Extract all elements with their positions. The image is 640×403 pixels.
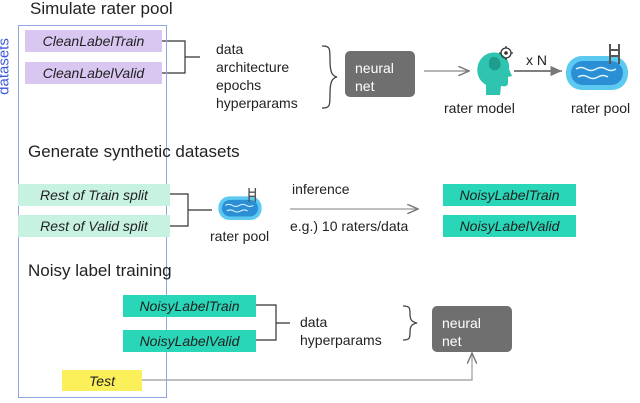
rater-pool-caption-2: rater pool [210, 228, 270, 244]
inference-label: inference [292, 181, 350, 197]
heading-noisy-label-training: Noisy label training [28, 261, 172, 280]
clean-label-valid-box: CleanLabelValid [25, 62, 162, 84]
config-brace-1 [321, 45, 338, 109]
multiplier-label: x N [526, 52, 547, 68]
datasets-group-outline [18, 25, 167, 398]
neural-net-box-1: neural net [345, 51, 415, 97]
heading-simulate-rater-pool: Simulate rater pool [30, 0, 173, 18]
config-brace-2 [402, 305, 418, 341]
pool-icon [566, 44, 628, 90]
training-config-list: data hyperparams [300, 314, 382, 348]
noisy-label-train-output-box: NoisyLabelTrain [443, 184, 576, 206]
raters-per-data-note: e.g.) 10 raters/data [290, 218, 409, 234]
noisy-label-valid-box: NoisyLabelValid [123, 330, 256, 352]
merge-bracket-noisy [256, 304, 290, 341]
rater-pool-caption-1: rater pool [571, 100, 631, 116]
rest-of-train-split-box: Rest of Train split [18, 184, 170, 206]
neural-net-box-2: neural net [432, 306, 512, 352]
noisy-label-valid-output-box: NoisyLabelValid [443, 215, 576, 237]
datasets-label: datasets [0, 38, 13, 95]
arrow-test-to-nn [142, 353, 472, 381]
test-box: Test [62, 370, 142, 391]
noisy-label-train-box: NoisyLabelTrain [123, 295, 256, 317]
heading-generate-synthetic-datasets: Generate synthetic datasets [28, 142, 240, 161]
rater-config-list: data architecture epochs hyperparams [216, 41, 298, 111]
merge-bracket-clean [162, 40, 200, 74]
merge-bracket-split [170, 193, 212, 227]
pool-icon [218, 187, 262, 221]
rest-of-valid-split-box: Rest of Valid split [18, 215, 170, 237]
rater-model-caption: rater model [444, 100, 515, 116]
head-gear-icon [477, 46, 513, 95]
clean-label-train-box: CleanLabelTrain [25, 30, 162, 52]
